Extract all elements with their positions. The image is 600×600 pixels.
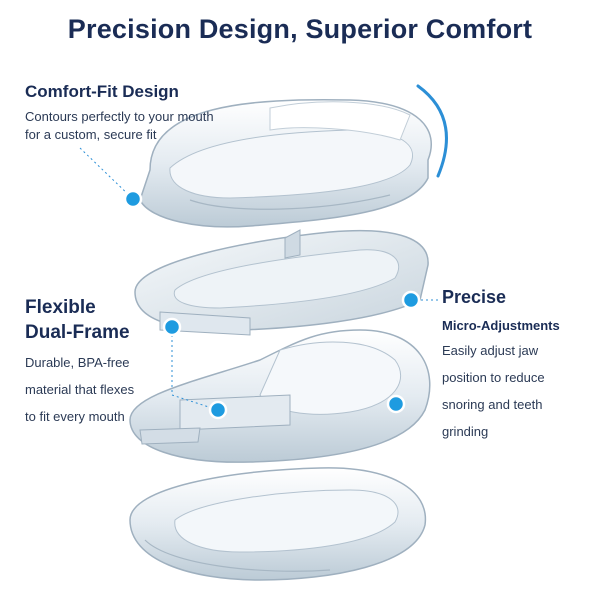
flexible-heading-1: Flexible xyxy=(25,297,96,318)
precise-line-1: Easily adjust jaw xyxy=(442,343,539,358)
callout-dot-flexible xyxy=(162,317,182,337)
precise-heading-2: Micro-Adjustments xyxy=(442,318,560,333)
adjustment-plate xyxy=(129,329,431,463)
precise-adjustments-callout: Precise Micro-Adjustments Easily adjust … xyxy=(442,287,592,441)
comfort-fit-heading: Comfort-Fit Design xyxy=(25,82,179,101)
flexible-heading-2: Dual-Frame xyxy=(25,322,130,343)
flexible-line-2: material that flexes xyxy=(25,382,135,397)
precise-line-3: snoring and teeth xyxy=(442,397,543,412)
motion-arc xyxy=(416,84,448,178)
callout-dot-precise xyxy=(401,290,421,310)
precise-heading-1: Precise xyxy=(442,287,507,307)
dual-frame xyxy=(134,229,429,336)
comfort-fit-line-1: Contours perfectly to your mouth xyxy=(25,109,214,124)
page-title: Precision Design, Superior Comfort xyxy=(67,14,533,44)
callout-dot-flexible-lower xyxy=(208,400,228,420)
flexible-line-1: Durable, BPA-free xyxy=(25,355,130,370)
callout-line-comfort xyxy=(79,147,134,200)
precise-line-2: position to reduce xyxy=(442,370,545,385)
lower-tray xyxy=(129,467,427,581)
upper-tray xyxy=(139,98,432,228)
callout-dot-comfort xyxy=(123,189,143,209)
comfort-fit-callout: Comfort-Fit Design Contours perfectly to… xyxy=(25,82,285,144)
precise-line-4: grinding xyxy=(442,424,489,439)
flexible-line-3: to fit every mouth xyxy=(25,409,125,424)
flexible-frame-callout: Flexible Dual-Frame Durable, BPA-free ma… xyxy=(25,295,215,426)
comfort-fit-line-2: for a custom, secure fit xyxy=(25,127,157,142)
callout-dot-precise-lower xyxy=(386,394,406,414)
